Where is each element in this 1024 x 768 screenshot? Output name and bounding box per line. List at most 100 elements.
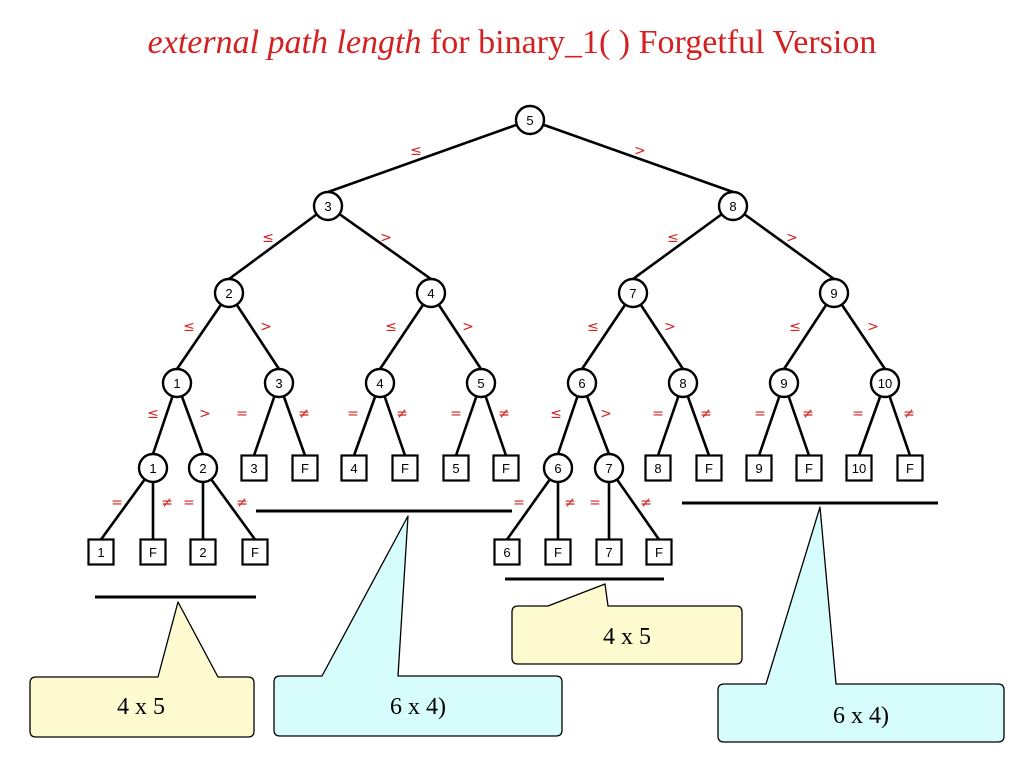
leaf-node: F xyxy=(391,454,419,482)
edge-label-eq: = xyxy=(513,495,525,511)
callout: 6 x 4) xyxy=(273,515,563,737)
leaf-node: 4 xyxy=(340,454,368,482)
edge-label-ne: ≠ xyxy=(298,406,310,422)
node-label: 7 xyxy=(629,286,636,301)
edge-n3-n2 xyxy=(228,204,329,281)
edge-n8-n9 xyxy=(732,204,835,281)
leaf-box xyxy=(595,538,623,566)
leaf-node: F xyxy=(695,454,723,482)
leaf-node: F xyxy=(795,454,823,482)
leaf-node: 8 xyxy=(644,454,672,482)
edge-label-le: ≤ xyxy=(183,319,195,335)
node-label: 9 xyxy=(830,286,837,301)
node-label: 4 xyxy=(427,286,434,301)
node-circle xyxy=(593,452,625,484)
leaf-label: 3 xyxy=(250,461,257,476)
leaf-label: F xyxy=(655,545,663,560)
callout-shape xyxy=(273,515,563,737)
leaf-node: F xyxy=(896,454,924,482)
node-label: 8 xyxy=(729,199,736,214)
edge-label-ne: ≠ xyxy=(903,406,915,422)
edge-label-le: ≤ xyxy=(385,319,397,335)
leaf-label: F xyxy=(251,545,259,560)
leaf-label: F xyxy=(401,461,409,476)
node-label: 9 xyxy=(780,376,787,391)
leaf-box xyxy=(189,538,217,566)
edge-label-gt: > xyxy=(600,406,612,422)
node-circle xyxy=(213,277,245,309)
callout-text: 6 x 4) xyxy=(390,694,446,720)
node-circle xyxy=(818,277,850,309)
edge-label-gt: > xyxy=(462,319,474,335)
leaf-box xyxy=(241,538,269,566)
node-label: 2 xyxy=(199,461,206,476)
internal-node: 7 xyxy=(617,277,649,309)
edge-labels: ≤>≤>≤>≤>≤>≤>≤>≤>=≠=≠=≠≤>=≠=≠=≠=≠=≠=≠=≠ xyxy=(111,143,915,511)
leaf-box xyxy=(644,454,672,482)
edge-label-le: ≤ xyxy=(262,230,274,246)
leaf-label: 9 xyxy=(755,461,762,476)
node-circle xyxy=(768,367,800,399)
leaf-node: F xyxy=(291,454,319,482)
edge-label-gt: > xyxy=(199,406,211,422)
node-label: 2 xyxy=(225,286,232,301)
leaf-box xyxy=(240,454,268,482)
leaf-box xyxy=(645,538,673,566)
leaf-label: 1 xyxy=(97,545,104,560)
edge-n7-n6a xyxy=(580,292,635,370)
leaf-node: 6 xyxy=(493,538,521,566)
leaf-label: 10 xyxy=(852,461,866,476)
node-circle xyxy=(667,367,699,399)
leaf-box xyxy=(139,538,167,566)
underlines xyxy=(95,501,938,599)
node-circle xyxy=(542,452,574,484)
edge-label-ne: ≠ xyxy=(396,406,408,422)
node-circle xyxy=(465,367,497,399)
edge-label-eq: = xyxy=(183,495,195,511)
internal-node: 5 xyxy=(514,104,546,136)
leaf-node: F xyxy=(241,538,269,566)
internal-node: 1 xyxy=(161,367,193,399)
edge-label-eq: = xyxy=(589,495,601,511)
callout-shape xyxy=(511,583,743,665)
edge-label-ne: ≠ xyxy=(161,495,173,511)
internal-node: 5 xyxy=(465,367,497,399)
node-circle xyxy=(514,104,546,136)
slide-title: external path length for binary_1( ) For… xyxy=(0,24,1024,62)
callout-text: 6 x 4) xyxy=(833,703,889,729)
node-label: 8 xyxy=(679,376,686,391)
node-label: 1 xyxy=(173,376,180,391)
edge-n5-n3 xyxy=(327,118,531,194)
callout-shape xyxy=(717,506,1005,743)
internal-node: 2 xyxy=(187,452,219,484)
edge-label-eq: = xyxy=(852,406,864,422)
leaf-label: 5 xyxy=(452,461,459,476)
edge-n4-n4b xyxy=(378,292,433,370)
node-label: 1 xyxy=(149,461,156,476)
callout-text: 4 x 5 xyxy=(603,624,651,650)
internal-node: 3 xyxy=(263,367,295,399)
node-circle xyxy=(312,190,344,222)
edge-label-le: ≤ xyxy=(789,319,801,335)
leaf-node: 5 xyxy=(442,454,470,482)
leaf-label: F xyxy=(502,461,510,476)
edge-n5-n8 xyxy=(529,118,734,194)
leaf-node: F xyxy=(544,538,572,566)
edge-label-eq: = xyxy=(652,406,664,422)
edge-label-gt: > xyxy=(380,230,392,246)
internal-node: 3 xyxy=(312,190,344,222)
internal-node: 4 xyxy=(415,277,447,309)
leaf-node: 9 xyxy=(745,454,773,482)
leaf-box xyxy=(291,454,319,482)
leaf-label: 7 xyxy=(605,545,612,560)
node-label: 6 xyxy=(554,461,561,476)
edge-label-eq: = xyxy=(111,495,123,511)
leaf-box xyxy=(544,538,572,566)
edge-label-eq: = xyxy=(236,406,248,422)
node-circle xyxy=(187,452,219,484)
node-label: 5 xyxy=(526,113,533,128)
node-label: 3 xyxy=(275,376,282,391)
leaf-label: F xyxy=(805,461,813,476)
